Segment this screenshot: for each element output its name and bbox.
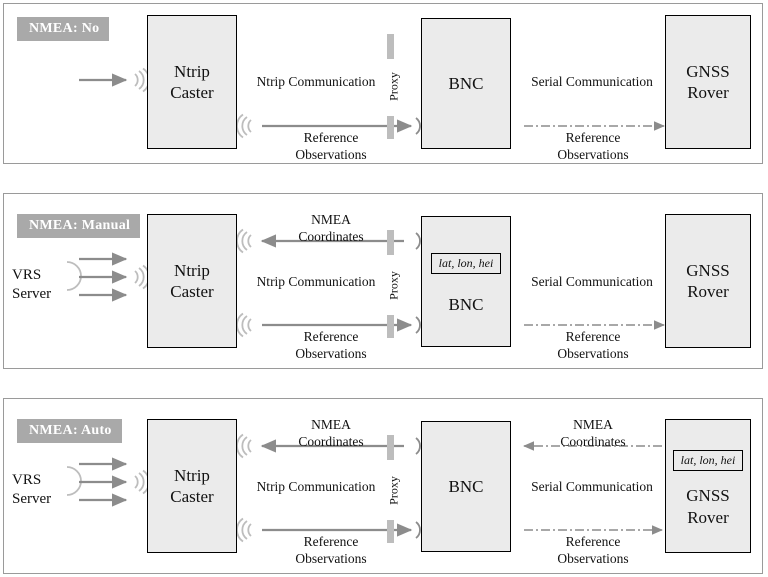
- receiver-arc-bnc-top: [415, 437, 421, 455]
- antenna-icon-caster-nmea: [236, 228, 252, 254]
- caption-nmea-coordinates-left: NMEA Coordinates: [298, 417, 364, 449]
- antenna-icon-caster-nmea: [236, 433, 252, 459]
- node-label: Ntrip Caster: [170, 260, 214, 301]
- caption-reference-observations-left: Reference Observations: [295, 329, 367, 361]
- badge-nmea-no: NMEA: No: [17, 17, 110, 42]
- proxy-bar-top: [387, 435, 394, 460]
- node-label: Ntrip Caster: [170, 465, 214, 506]
- antenna-icon-caster-out: [236, 517, 252, 543]
- receiver-arc-bnc-top: [415, 232, 421, 250]
- node-label: BNC: [448, 73, 484, 93]
- node-label: Ntrip Caster: [170, 61, 214, 102]
- node-label: BNC: [448, 476, 484, 496]
- receiver-arc-bnc-bottom: [415, 316, 421, 334]
- proxy-bar-bottom: [387, 116, 394, 139]
- caption-ntrip-communication: Ntrip Communication: [256, 74, 376, 89]
- vrs-source-arc: [66, 466, 82, 496]
- node-label: GNSS Rover: [686, 61, 730, 102]
- vrs-source-arc: [66, 261, 82, 291]
- panel-nmea-auto: NMEA: Auto: [3, 398, 763, 574]
- node-ntrip-caster[interactable]: Ntrip Caster: [147, 214, 237, 348]
- panel3-connectors: [66, 433, 663, 543]
- latlonhei-box-rover: lat, lon, hei: [672, 450, 744, 472]
- proxy-bar-bottom: [387, 315, 394, 338]
- node-gnss-rover[interactable]: lat, lon, hei GNSS Rover: [665, 419, 751, 553]
- caption-serial-communication: Serial Communication: [531, 274, 653, 289]
- node-ntrip-caster[interactable]: Ntrip Caster: [147, 419, 237, 553]
- vrs-server-label: VRS Server: [12, 267, 52, 302]
- node-gnss-rover[interactable]: GNSS Rover: [665, 15, 751, 149]
- receiver-arc-bnc: [415, 117, 421, 135]
- node-ntrip-caster[interactable]: Ntrip Caster: [147, 15, 237, 149]
- proxy-bar-top: [387, 230, 394, 255]
- node-gnss-rover[interactable]: GNSS Rover: [665, 214, 751, 348]
- caption-reference-observations-right: Reference Observations: [557, 534, 629, 566]
- receiver-arc-bnc-bottom: [415, 521, 421, 539]
- antenna-icon-caster-out: [236, 312, 252, 338]
- node-label: BNC: [448, 295, 484, 315]
- caption-reference-observations-left: Reference Observations: [295, 130, 367, 162]
- caption-ntrip-communication: Ntrip Communication: [256, 479, 376, 494]
- node-bnc[interactable]: lat, lon, hei BNC: [421, 216, 511, 347]
- antenna-icon-caster-out: [236, 113, 252, 139]
- caption-nmea-coordinates-left: NMEA Coordinates: [298, 212, 364, 244]
- caption-reference-observations-right: Reference Observations: [557, 130, 629, 162]
- badge-nmea-manual: NMEA: Manual: [17, 214, 141, 239]
- caption-serial-communication: Serial Communication: [531, 74, 653, 89]
- latlonhei-box-bnc: lat, lon, hei: [430, 253, 502, 275]
- panel-nmea-manual: NMEA: Manual: [3, 193, 763, 369]
- node-bnc[interactable]: BNC: [421, 421, 511, 552]
- vrs-server-label: VRS Server: [12, 472, 52, 507]
- badge-nmea-auto: NMEA: Auto: [17, 419, 122, 444]
- caption-reference-observations-right: Reference Observations: [557, 329, 629, 361]
- proxy-bar-bottom: [387, 520, 394, 543]
- panel-nmea-no: NMEA: No: [3, 3, 763, 164]
- caption-serial-communication: Serial Communication: [531, 479, 653, 494]
- node-label: GNSS Rover: [686, 260, 730, 301]
- panel1-connectors: [79, 67, 665, 139]
- caption-nmea-coordinates-right: NMEA Coordinates: [560, 417, 626, 449]
- caption-ntrip-communication: Ntrip Communication: [256, 274, 376, 289]
- proxy-bar-top: [387, 34, 394, 59]
- node-bnc[interactable]: BNC: [421, 18, 511, 149]
- panel2-connectors: [66, 228, 665, 338]
- node-label: GNSS Rover: [686, 486, 730, 527]
- caption-reference-observations-left: Reference Observations: [295, 534, 367, 566]
